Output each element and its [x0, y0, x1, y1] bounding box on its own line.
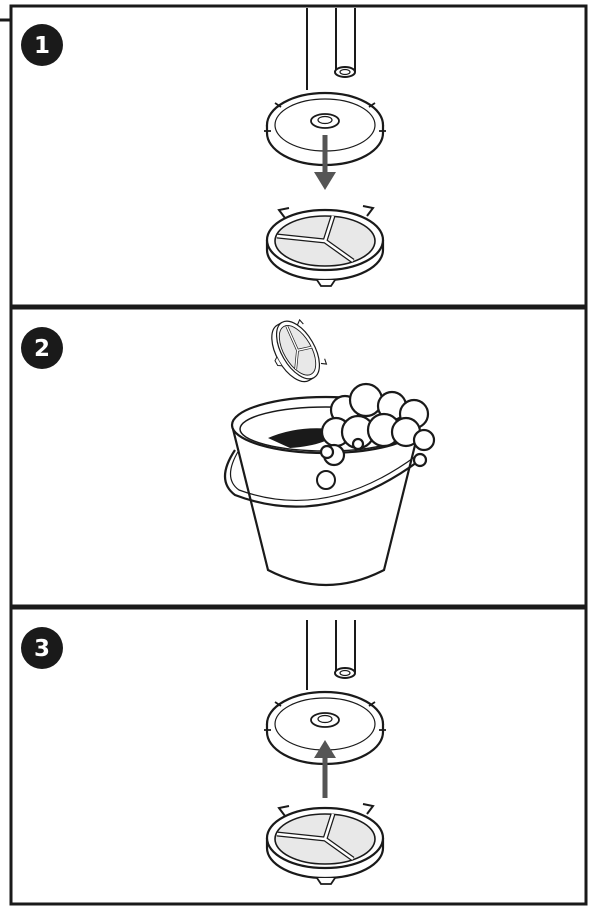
svg-text:1: 1: [34, 33, 50, 59]
step-3-badge: 3: [21, 627, 63, 669]
svg-text:2: 2: [34, 336, 50, 362]
step-2-badge: 2: [21, 327, 63, 369]
filter-icon: [260, 313, 330, 390]
step-1-badge: 1: [21, 24, 63, 66]
pipe-icon: [307, 620, 355, 690]
pipe-icon: [307, 8, 355, 90]
svg-text:3: 3: [34, 636, 50, 662]
filter-icon: [267, 206, 383, 286]
filter-icon: [267, 804, 383, 884]
